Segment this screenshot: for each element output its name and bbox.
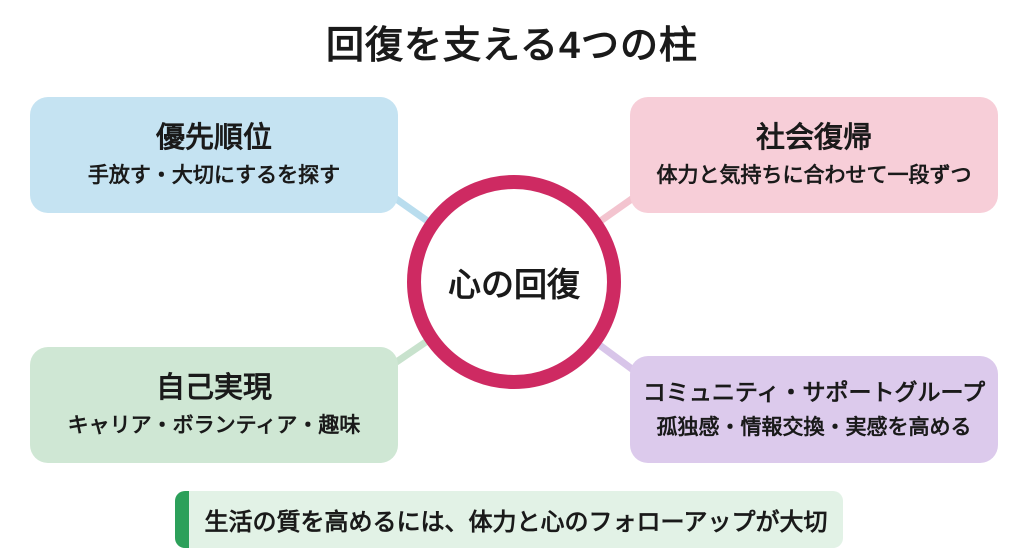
footer-note-text: 生活の質を高めるには、体力と心のフォローアップが大切	[204, 509, 828, 536]
pillar-subtitle-priority: 手放す・大切にするを探す	[87, 164, 341, 188]
pillar-box-priority: 優先順位 手放す・大切にするを探す	[30, 97, 398, 213]
pillar-subtitle-self-actualization: キャリア・ボランティア・趣味	[67, 414, 361, 438]
footer-note: 生活の質を高めるには、体力と心のフォローアップが大切	[175, 491, 843, 548]
pillar-title-reintegration: 社会復帰	[755, 121, 872, 154]
pillar-title-community: コミュニティ・サポートグループ	[642, 379, 986, 406]
footer-accent-bar	[175, 491, 189, 548]
pillar-subtitle-reintegration: 体力と気持ちに合わせて一段ずつ	[656, 164, 972, 188]
center-label: 心の回復	[448, 266, 580, 303]
pillar-box-community: コミュニティ・サポートグループ 孤独感・情報交換・実感を高める	[630, 356, 998, 463]
page-title: 回復を支える4つの柱	[326, 25, 698, 67]
pillar-box-reintegration: 社会復帰 体力と気持ちに合わせて一段ずつ	[630, 97, 998, 213]
pillar-title-priority: 優先順位	[155, 121, 272, 154]
pillar-subtitle-community: 孤独感・情報交換・実感を高める	[656, 415, 972, 439]
pillar-box-self-actualization: 自己実現 キャリア・ボランティア・趣味	[30, 347, 398, 463]
pillar-title-self-actualization: 自己実現	[155, 371, 272, 404]
